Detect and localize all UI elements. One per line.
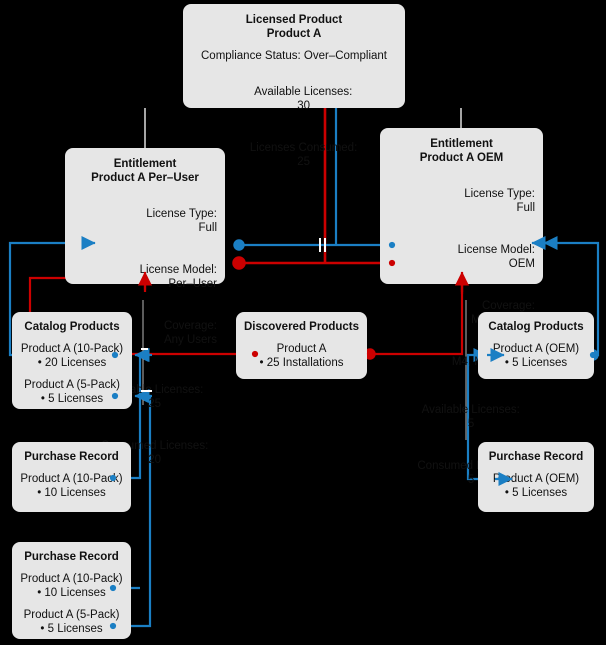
- entitlement-peruser-title-2: Product A Per–User: [91, 172, 199, 184]
- blue-dot-peruser-available: [235, 241, 243, 249]
- catalog-right-title: Catalog Products: [488, 321, 584, 333]
- node-licensed-product[interactable]: Licensed Product Product A Compliance St…: [183, 4, 405, 168]
- catalog-right-item-0-detail: • 5 Licenses: [504, 357, 568, 369]
- attr-label: License Type:: [146, 208, 217, 220]
- attr-label: License Model:: [457, 244, 535, 256]
- purchase-left-2-item-1-name: Product A (5-Pack): [23, 609, 120, 621]
- catalog-left-item-1-detail: • 5 Licenses: [40, 393, 104, 405]
- licensed-product-consumed-label: Licenses Consumed:: [249, 142, 358, 154]
- metric-value: 25: [148, 398, 161, 410]
- entitlement-peruser-attr-0: License Type: Full: [73, 193, 217, 249]
- node-purchase-right[interactable]: Purchase Record Product A (OEM) • 5 Lice…: [478, 442, 594, 512]
- purchase-left-1-title: Purchase Record: [24, 451, 119, 463]
- node-catalog-right[interactable]: Catalog Products Product A (OEM) • 5 Lic…: [478, 312, 594, 379]
- attr-value: Full: [516, 202, 535, 214]
- catalog-left-item-1-name: Product A (5-Pack): [24, 379, 120, 391]
- node-entitlement-peruser[interactable]: Entitlement Product A Per–User License T…: [65, 148, 225, 466]
- purchase-right-item-0-detail: • 5 Licenses: [504, 487, 568, 499]
- node-purchase-left-1[interactable]: Purchase Record Product A (10-Pack) • 10…: [12, 442, 131, 512]
- licensed-product-title-2: Product A: [266, 28, 322, 40]
- attr-label: License Type:: [464, 188, 535, 200]
- purchase-left-2-item-0-name: Product A (10-Pack): [20, 573, 123, 585]
- licensed-product-compliance: Compliance Status: Over–Compliant: [201, 50, 387, 62]
- entitlement-oem-title-1: Entitlement: [430, 138, 493, 150]
- metric-value: 5: [467, 418, 475, 430]
- purchase-left-2-item-1-detail: • 5 Licenses: [40, 623, 103, 635]
- metric-value: 5: [467, 474, 475, 486]
- entitlement-oem-attr-1: License Model: OEM: [388, 229, 535, 285]
- attr-label: Coverage:: [163, 320, 217, 332]
- catalog-left-item-0-detail: • 20 Licenses: [37, 357, 107, 369]
- discovered-products-title: Discovered Products: [243, 321, 360, 333]
- entitlement-oem-available: Available Licenses: 5: [388, 389, 535, 445]
- node-discovered-products[interactable]: Discovered Products Product A • 25 Insta…: [236, 312, 367, 379]
- attr-label: Coverage:: [481, 300, 535, 312]
- node-purchase-left-2[interactable]: Purchase Record Product A (10-Pack) • 10…: [12, 542, 131, 639]
- attr-label: License Model:: [139, 264, 217, 276]
- catalog-left-item-0-name: Product A (10-Pack): [20, 343, 124, 355]
- licensed-product-title-1: Licensed Product: [245, 14, 343, 26]
- red-dot-discovered-right: [366, 350, 374, 358]
- metric-value: 20: [148, 454, 161, 466]
- catalog-left-title: Catalog Products: [24, 321, 120, 333]
- node-catalog-left[interactable]: Catalog Products Product A (10-Pack) • 2…: [12, 312, 132, 409]
- attr-value: Full: [198, 222, 217, 234]
- catalog-right-item-0-name: Product A (OEM): [492, 343, 580, 355]
- purchase-left-2-title: Purchase Record: [24, 551, 119, 563]
- licensed-product-available-label: Available Licenses:: [254, 86, 353, 98]
- purchase-right-title: Purchase Record: [488, 451, 584, 463]
- discovered-products-item-0-name: Product A: [276, 343, 327, 355]
- entitlement-peruser-title-1: Entitlement: [113, 158, 177, 170]
- attr-value: Per–User: [168, 278, 217, 290]
- entitlement-oem-attr-0: License Type: Full: [388, 173, 535, 229]
- licensed-product-available: Available Licenses: 30: [193, 71, 395, 127]
- entitlement-peruser-attr-1: License Model: Per–User: [73, 249, 217, 305]
- attr-value: OEM: [508, 258, 535, 270]
- purchase-left-2-item-0-detail: • 10 Licenses: [37, 587, 106, 599]
- attr-value: Any Users: [163, 334, 217, 346]
- red-dot-peruser-consumed: [235, 259, 243, 267]
- purchase-right-item-0-name: Product A (OEM): [492, 473, 580, 485]
- licensed-product-consumed-value: 25: [297, 156, 310, 168]
- metric-label: Available Licenses:: [421, 404, 520, 416]
- purchase-left-1-item-0-name: Product A (10-Pack): [20, 473, 123, 485]
- node-entitlement-oem[interactable]: Entitlement Product A OEM License Type: …: [380, 128, 543, 486]
- discovered-products-item-0-detail: • 25 Installations: [259, 357, 344, 369]
- licensed-product-available-value: 30: [297, 100, 310, 112]
- entitlement-oem-title-2: Product A OEM: [419, 152, 504, 164]
- purchase-left-1-item-0-detail: • 10 Licenses: [37, 487, 106, 499]
